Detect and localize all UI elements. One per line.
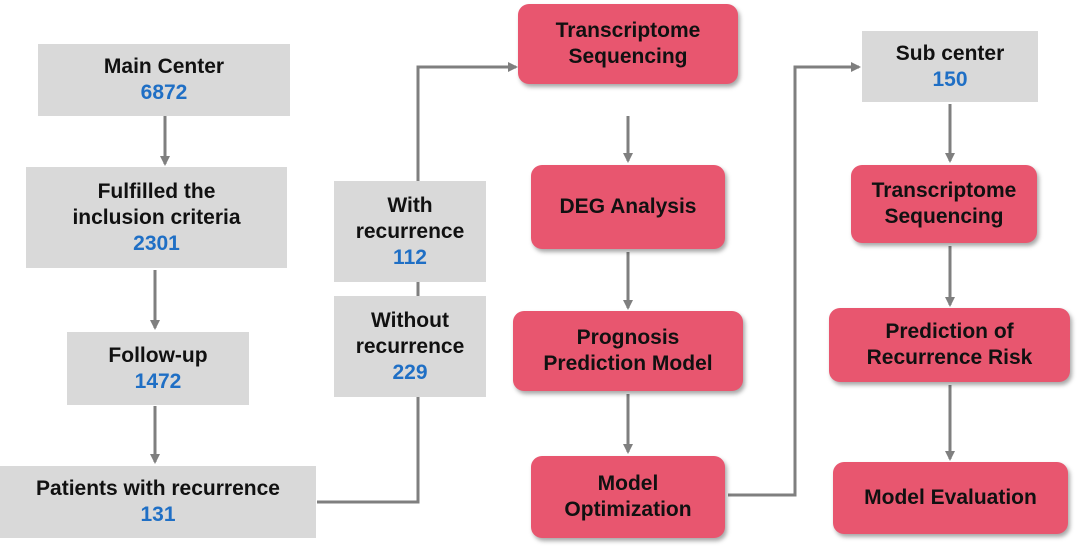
main-center-box: Main Center 6872 [38, 44, 290, 116]
inclusion-line1: Fulfilled the [97, 179, 216, 203]
transcriptome-sequencing-sub-box: Transcriptome Sequencing [851, 165, 1037, 243]
follow-up-box: Follow-up 1472 [67, 332, 249, 405]
optimization-line2: Optimization [564, 498, 692, 521]
transcriptome-sub-line2: Sequencing [884, 205, 1004, 228]
transcriptome-sub-line1: Transcriptome [871, 179, 1017, 202]
main-center-count: 6872 [140, 81, 188, 104]
with-recurrence-count: 112 [393, 245, 427, 269]
recurrence-label: Patients with recurrence [36, 477, 280, 500]
inclusion-count: 2301 [133, 231, 180, 255]
transcriptome-line1: Transcriptome [555, 19, 701, 42]
recurrence-box: Patients with recurrence 131 [0, 466, 316, 538]
inclusion-line2: inclusion criteria [72, 205, 241, 229]
with-recurrence-box: With recurrence 112 [334, 181, 486, 282]
transcriptome-sequencing-box: Transcriptome Sequencing [518, 4, 738, 84]
without-recurrence-line2: recurrence [355, 334, 465, 358]
main-center-label: Main Center [103, 55, 225, 78]
model-evaluation-label: Model Evaluation [864, 486, 1037, 509]
model-evaluation-box: Model Evaluation [833, 462, 1068, 534]
prognosis-model-box: Prognosis Prediction Model [513, 311, 743, 391]
model-optimization-box: Model Optimization [531, 456, 725, 538]
without-recurrence-box: Without recurrence 229 [334, 296, 486, 397]
prognosis-line2: Prediction Model [543, 352, 713, 375]
inclusion-criteria-box: Fulfilled the inclusion criteria 2301 [26, 167, 287, 268]
arrow-optimization-to-subcenter [728, 62, 861, 497]
with-recurrence-line2: recurrence [355, 219, 465, 243]
optimization-line1: Model [597, 472, 659, 495]
transcriptome-line2: Sequencing [568, 45, 688, 68]
deg-analysis-box: DEG Analysis [531, 165, 725, 249]
risk-line2: Recurrence Risk [866, 346, 1033, 369]
follow-up-label: Follow-up [108, 343, 208, 367]
without-recurrence-count: 229 [392, 360, 428, 384]
sub-center-count: 150 [932, 67, 968, 91]
prognosis-line1: Prognosis [576, 326, 680, 349]
risk-line1: Prediction of [885, 320, 1014, 343]
follow-up-count: 1472 [134, 369, 182, 393]
arrow-recurrence-to-transcriptome [317, 62, 518, 504]
recurrence-risk-box: Prediction of Recurrence Risk [829, 308, 1070, 382]
with-recurrence-line1: With [387, 193, 433, 217]
sub-center-box: Sub center 150 [862, 31, 1038, 102]
deg-analysis-label: DEG Analysis [559, 195, 697, 218]
without-recurrence-line1: Without [371, 308, 449, 332]
sub-center-label: Sub center [895, 41, 1005, 65]
recurrence-count: 131 [140, 503, 176, 526]
